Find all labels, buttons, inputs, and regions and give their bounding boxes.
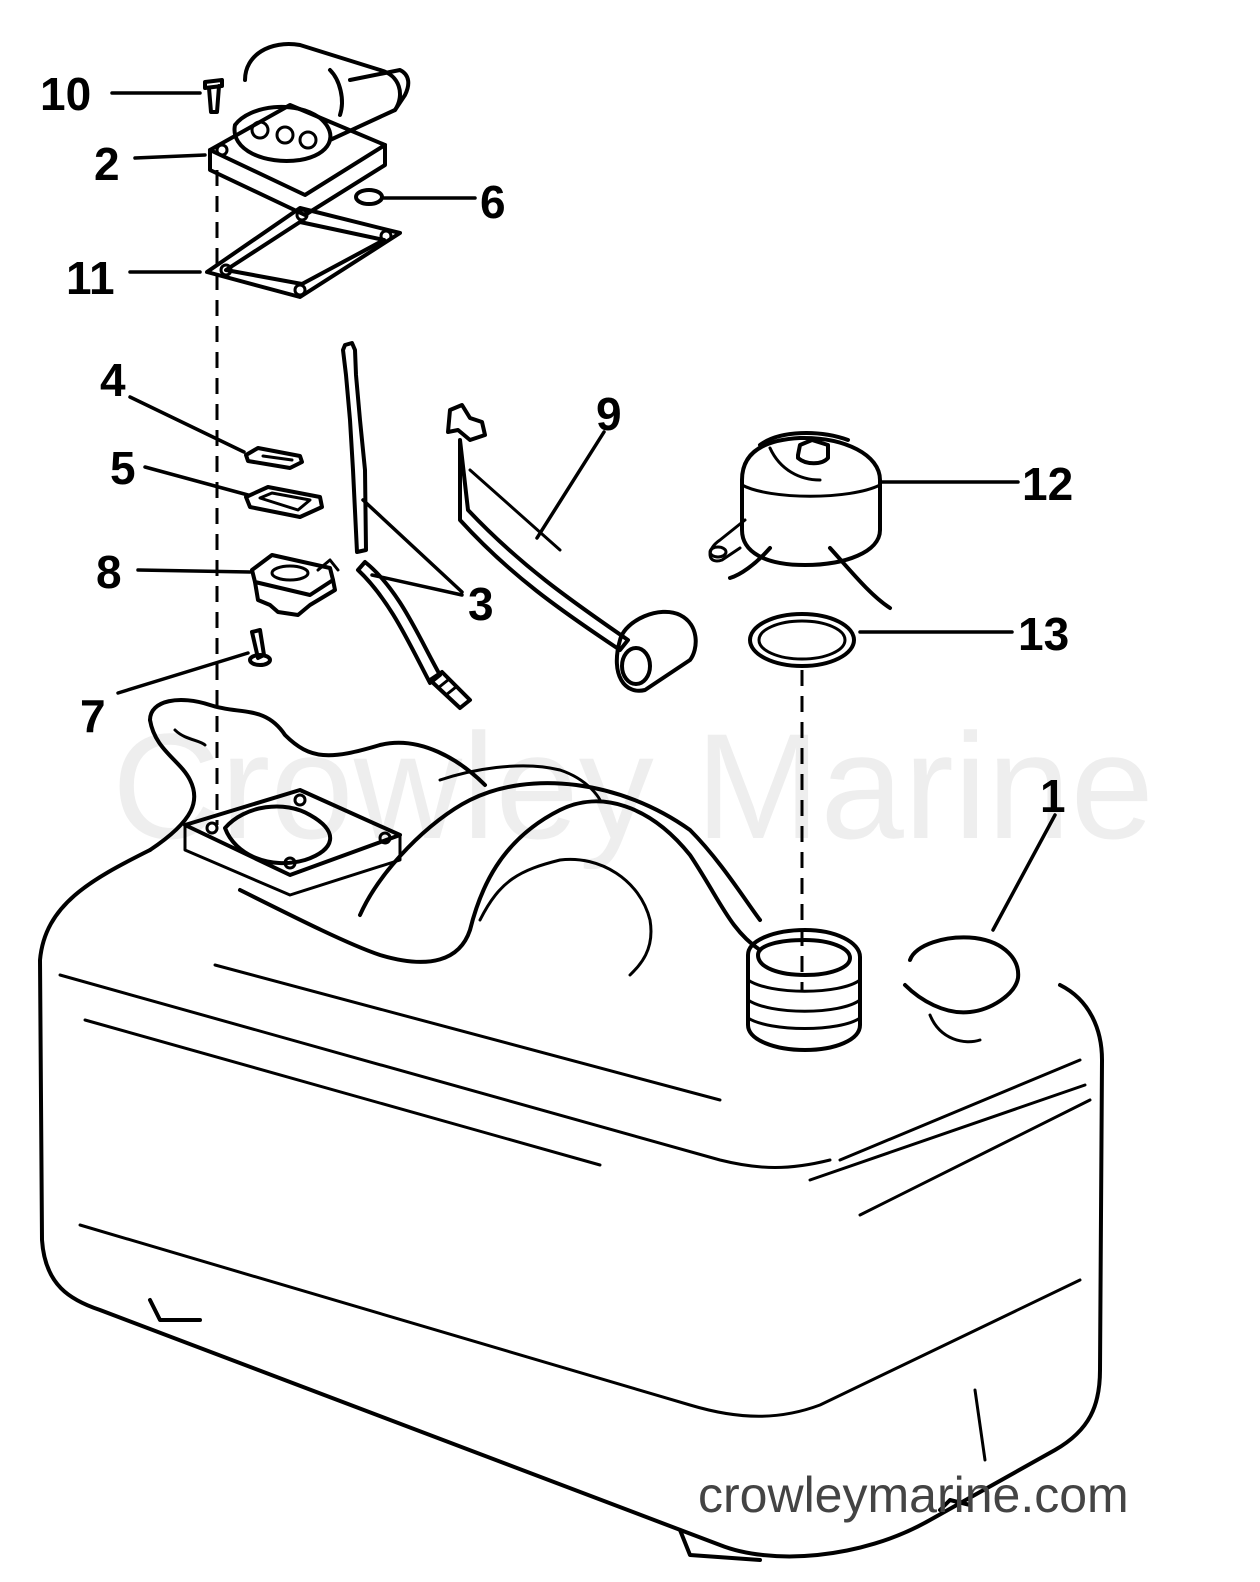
leader-7 xyxy=(116,651,250,695)
callout-6: 6 xyxy=(480,176,506,228)
leader-9 xyxy=(535,430,606,540)
gasket-11 xyxy=(205,206,402,299)
callout-13: 13 xyxy=(1018,608,1069,660)
callout-3: 3 xyxy=(468,578,494,630)
screw-7 xyxy=(248,628,272,667)
leader-2 xyxy=(133,153,207,160)
leader-4 xyxy=(128,395,246,454)
o-ring-6 xyxy=(354,188,384,206)
fuel-gauge-arm-9 xyxy=(446,403,698,693)
fuel-cap-12 xyxy=(708,431,882,567)
screw-10 xyxy=(203,78,224,114)
callout-10: 10 xyxy=(40,68,91,120)
leader-5 xyxy=(143,465,250,497)
leader-3b xyxy=(370,573,464,597)
callout-4: 4 xyxy=(100,354,126,406)
leader-3a xyxy=(361,498,464,594)
fuel-connector xyxy=(208,42,411,217)
pickup-tube-3 xyxy=(341,341,472,710)
callout-11: 11 xyxy=(66,252,115,304)
gasket-5 xyxy=(244,485,324,519)
callout-8: 8 xyxy=(96,546,122,598)
callout-9: 9 xyxy=(596,388,622,440)
cap-tether xyxy=(728,546,772,580)
cap-tether-2 xyxy=(828,546,892,610)
watermark-url: crowleymarine.com xyxy=(698,1467,1129,1523)
fuel-tank xyxy=(38,698,1104,1562)
cap-seal-13 xyxy=(748,612,856,668)
watermark-brand: Crowley Marine xyxy=(112,702,1154,870)
seal-4 xyxy=(244,446,304,470)
callout-5: 5 xyxy=(110,442,136,494)
callout-1: 1 xyxy=(1040,770,1066,822)
leader-1 xyxy=(991,813,1057,932)
callout-12: 12 xyxy=(1022,458,1073,510)
callout-7: 7 xyxy=(80,690,106,742)
leader-8 xyxy=(136,568,252,574)
callout-2: 2 xyxy=(94,138,120,190)
pickup-base-8 xyxy=(250,553,340,617)
